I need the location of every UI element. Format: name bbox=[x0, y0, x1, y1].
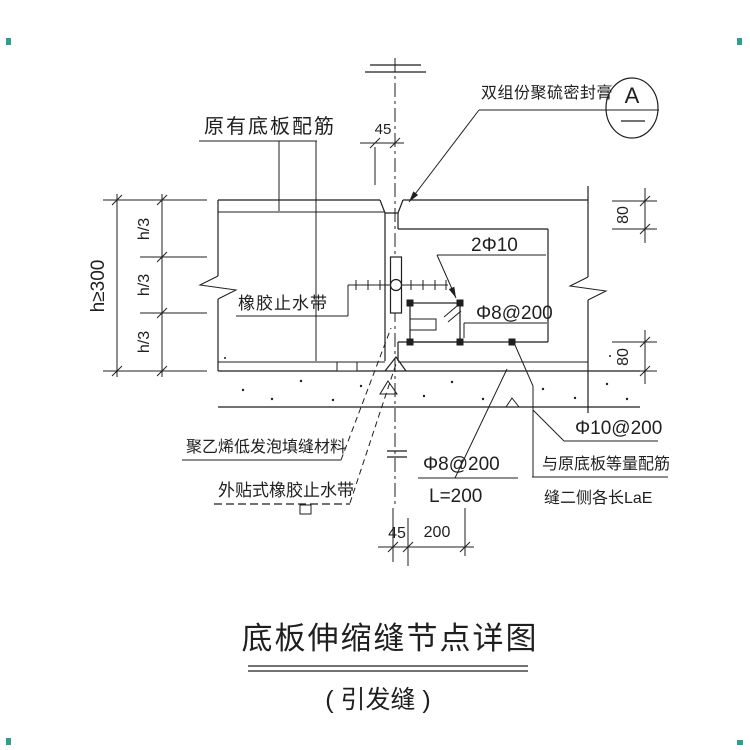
stirrup-text: Φ8@200 bbox=[476, 303, 553, 324]
dimension-key-width: 45 200 bbox=[378, 508, 474, 566]
label-external-waterstop: 外贴式橡胶止水带 bbox=[214, 363, 397, 515]
dim-45-bottom: 45 bbox=[388, 525, 406, 542]
dim-80-bottom: 80 bbox=[615, 348, 632, 366]
added-bars-text: Φ10@200 bbox=[575, 418, 662, 439]
leader-arrowhead bbox=[448, 286, 456, 298]
original-rebar-text: 原有底板配筋 bbox=[204, 115, 336, 138]
bars-2d10-text: 2Φ10 bbox=[471, 235, 518, 256]
detail-mark-letter: A bbox=[625, 83, 640, 108]
label-anchor-note: 缝二侧各长LaE bbox=[544, 489, 652, 507]
label-bars-2d10: 2Φ10 bbox=[436, 235, 546, 323]
label-joint-filler: 聚乙烯低发泡填缝材料 bbox=[182, 327, 392, 461]
dim-80-top: 80 bbox=[615, 206, 632, 224]
dowel-length-text: L=200 bbox=[429, 486, 482, 507]
leader-arrowhead bbox=[409, 191, 419, 202]
title-text: 底板伸缩缝节点详图 bbox=[242, 621, 539, 656]
scan-artifacts bbox=[6, 38, 743, 745]
break-line-left bbox=[198, 275, 238, 300]
dimension-joint-width-top: 45 bbox=[360, 121, 404, 185]
dimension-slab-height: h≥300 h/3 h/3 h/3 bbox=[88, 194, 207, 377]
dim-200: 200 bbox=[424, 524, 451, 541]
external-waterstop-graphic bbox=[336, 355, 407, 372]
dimension-cover-bottom: 80 bbox=[612, 330, 657, 384]
drawing-title: 底板伸缩缝节点详图 ( 引发缝 ) bbox=[242, 621, 539, 714]
label-added-bars: Φ10@200 bbox=[514, 344, 662, 477]
sealant-groove bbox=[379, 199, 404, 214]
equal-rebar-text: 与原底板等量配筋 bbox=[542, 455, 670, 473]
break-line-right bbox=[568, 276, 608, 301]
rubber-waterstop-text: 橡胶止水带 bbox=[238, 294, 328, 313]
dim-45-top: 45 bbox=[375, 121, 392, 138]
concrete-texture bbox=[224, 355, 629, 408]
slab-outline bbox=[198, 186, 640, 413]
label-rubber-waterstop: 橡胶止水带 bbox=[236, 285, 349, 317]
dim-h-total: h≥300 bbox=[88, 260, 109, 313]
detail-mark-bubble: A bbox=[605, 77, 659, 139]
joint-centerline bbox=[365, 58, 426, 505]
label-original-rebar: 原有底板配筋 bbox=[199, 115, 336, 361]
sealant-text: 双组份聚硫密封膏 bbox=[481, 83, 613, 102]
joint-filler-text: 聚乙烯低发泡填缝材料 bbox=[186, 438, 346, 456]
external-waterstop-text: 外贴式橡胶止水带 bbox=[218, 481, 354, 500]
subtitle-text: ( 引发缝 ) bbox=[325, 686, 431, 714]
label-equal-rebar: 与原底板等量配筋 bbox=[532, 455, 670, 478]
rubber-waterstop-graphic bbox=[348, 256, 448, 314]
dimension-cover-top: 80 bbox=[612, 188, 657, 243]
label-stirrup: Φ8@200 bbox=[463, 303, 553, 338]
label-sealant: 双组份聚硫密封膏 bbox=[408, 83, 659, 203]
dim-h-third-1: h/3 bbox=[136, 218, 153, 240]
label-dowel: Φ8@200 L=200 bbox=[418, 368, 518, 507]
stirrup-key-graphic bbox=[406, 299, 516, 346]
anchor-note-text: 缝二侧各长LaE bbox=[544, 489, 652, 507]
dim-h-third-3: h/3 bbox=[136, 331, 153, 353]
dim-h-third-2: h/3 bbox=[136, 274, 153, 296]
